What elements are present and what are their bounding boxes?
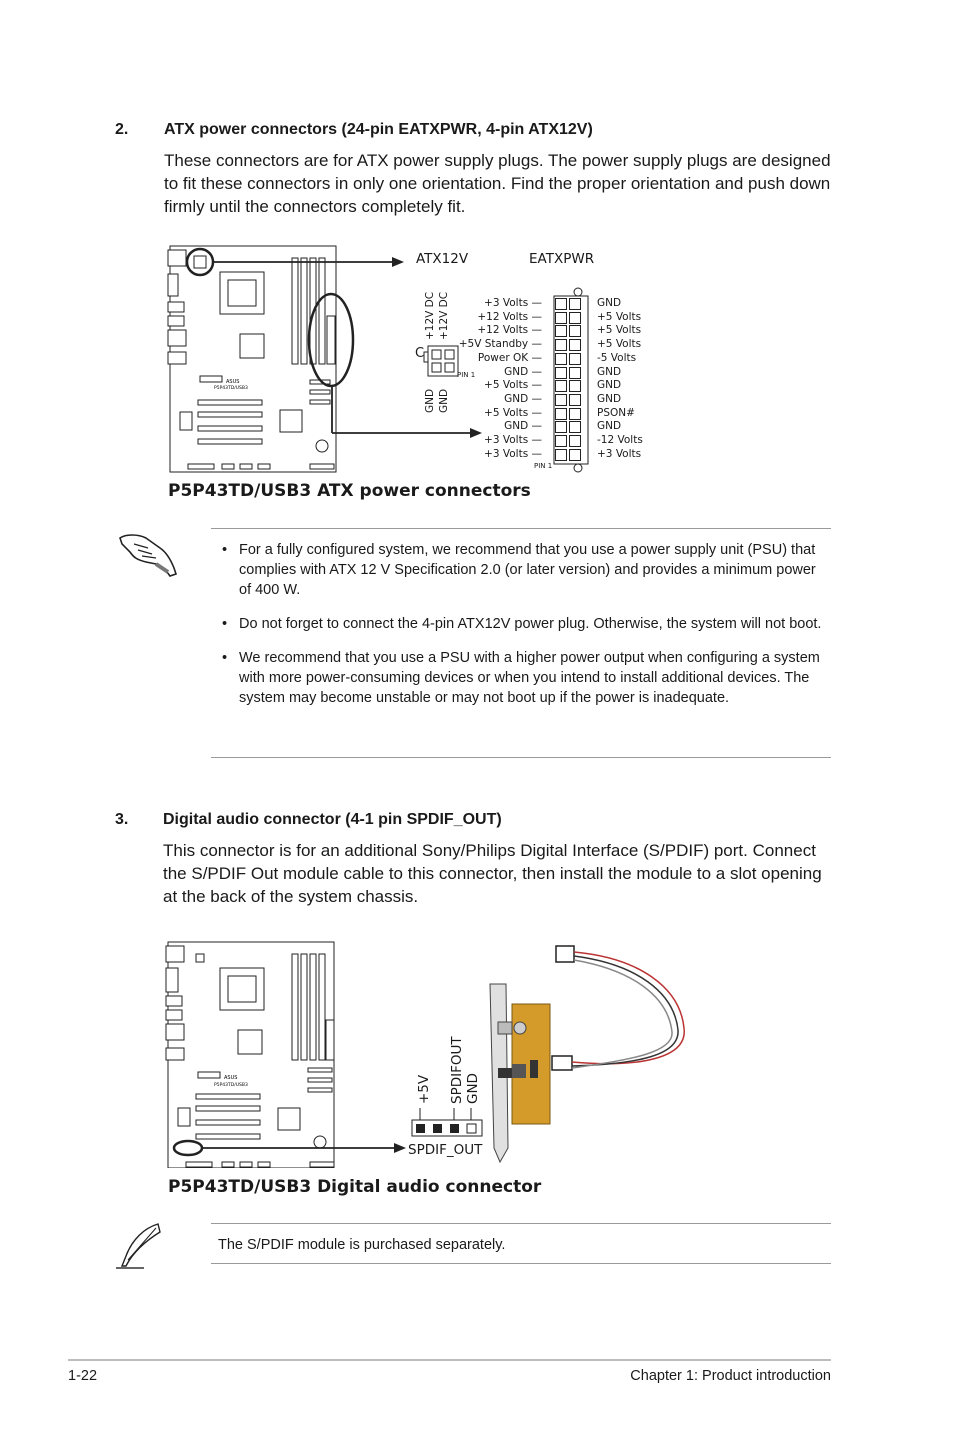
eatxpwr-right-pin-label: +5 Volts <box>597 324 642 337</box>
eatxpwr-right-pin-label: +3 Volts <box>597 447 642 460</box>
eatxpwr-left-pin-label: +5 Volts — <box>484 406 542 419</box>
note-1-item-text: Do not forget to connect the 4-pin ATX12… <box>239 616 822 632</box>
eatxpwr-right-pin-label: GND <box>597 379 622 392</box>
note-1-list: • For a fully configured system, we recom… <box>211 540 829 722</box>
note-1-item: • For a fully configured system, we recom… <box>211 540 829 600</box>
eatxpwr-pin-cell <box>569 421 581 434</box>
atx-power-diagram: ASUS P5P43TD/USB3 <box>167 245 589 473</box>
footer-rule <box>68 1359 831 1361</box>
eatxpwr-pin-cell <box>569 380 581 393</box>
eatxpwr-right-pin-label: PSON# <box>597 406 635 419</box>
eatxpwr-pin-cell <box>555 435 567 447</box>
eatxpwr-pin-cell <box>555 339 567 352</box>
eatxpwr-right-pin-label: -5 Volts <box>597 351 637 364</box>
note-2-text: The S/PDIF module is purchased separatel… <box>218 1237 506 1253</box>
board-model-text: P5P43TD/USB3 <box>214 385 248 391</box>
eatxpwr-right-pin-label: -12 Volts <box>597 434 643 446</box>
atx12v-pin-top-2: +12V DC <box>438 291 450 340</box>
eatxpwr-left-pin-label: GND — <box>504 365 542 378</box>
board-model-text: P5P43TD/USB3 <box>214 1082 248 1088</box>
eatxpwr-pin-cell <box>569 393 581 406</box>
eatxpwr-right-pin-label: GND <box>597 420 622 433</box>
bullet-icon: • <box>222 542 228 558</box>
section-3-body: This connector is for an additional Sony… <box>163 841 822 906</box>
eatxpwr-left-pin-label: +3 Volts — <box>484 434 542 446</box>
spdif-connector-label: SPDIF_OUT <box>408 1142 483 1158</box>
eatxpwr-pin-cell <box>555 448 567 461</box>
section-2-body: These connectors are for ATX power suppl… <box>164 151 831 216</box>
spdif-pin-5v-label: +5V <box>416 1074 432 1104</box>
atx12v-pin1-label: PIN 1 <box>457 371 476 379</box>
eatxpwr-pin-cell <box>555 407 567 420</box>
section-2-title: ATX power connectors (24-pin EATXPWR, 4-… <box>164 121 593 138</box>
eatxpwr-left-pin-label: +5V Standby — <box>458 338 542 351</box>
eatxpwr-pin-cell <box>555 380 567 393</box>
atx12v-label: ATX12V <box>416 251 469 267</box>
eatxpwr-pin-cell <box>555 421 567 434</box>
bullet-icon: • <box>222 650 228 666</box>
eatxpwr-left-pin-label: +12 Volts — <box>477 324 542 337</box>
atx12v-key-mark: C <box>415 346 425 361</box>
eatxpwr-left-pin-label: +3 Volts — <box>484 297 542 309</box>
eatxpwr-right-pin-label: +5 Volts <box>597 338 642 351</box>
eatxpwr-pin-cell <box>569 311 581 324</box>
asus-logo-text: ASUS <box>224 1075 237 1081</box>
note-2-bottom-rule <box>211 1263 831 1264</box>
bullet-icon: • <box>222 616 228 632</box>
eatxpwr-pin-cell <box>569 352 581 365</box>
atx12v-pin-bottom-1: GND <box>424 388 436 413</box>
eatxpwr-pin-cell <box>555 311 567 324</box>
diagram-1-caption: P5P43TD/USB3 ATX power connectors <box>168 481 531 501</box>
feather-pen-icon <box>116 1223 161 1269</box>
eatxpwr-pin-cell <box>555 298 567 310</box>
eatxpwr-pin-cell <box>569 448 581 461</box>
eatxpwr-label: EATXPWR <box>529 251 595 267</box>
eatxpwr-left-pin-label: +12 Volts — <box>477 310 542 323</box>
eatxpwr-pin-cell <box>569 366 581 379</box>
atx12v-pin-top-1: +12V DC <box>424 291 436 340</box>
hand-warning-icon <box>119 534 178 577</box>
note-1-item: • Do not forget to connect the 4-pin ATX1… <box>211 614 829 634</box>
eatxpwr-left-pin-label: GND — <box>504 420 542 433</box>
spdif-diagram: ASUS P5P43TD/USB3 <box>165 941 685 1168</box>
note-2-top-rule <box>211 1223 831 1224</box>
note-1-item: • We recommend that you use a PSU with a … <box>211 648 829 708</box>
eatxpwr-pin-cell <box>569 339 581 352</box>
spdif-pin-spdifout-label: SPDIFOUT <box>449 1036 465 1104</box>
eatxpwr-right-pin-label: GND <box>597 392 622 405</box>
eatxpwr-right-pin-label: +5 Volts <box>597 310 642 323</box>
diagram-2-caption: P5P43TD/USB3 Digital audio connector <box>168 1177 542 1197</box>
note-1-top-rule <box>211 528 831 529</box>
note-1-bottom-rule <box>211 757 831 758</box>
eatxpwr-pin-cell <box>555 366 567 379</box>
eatxpwr-pin-cell <box>569 325 581 338</box>
note-1-item-text: For a fully configured system, we recomm… <box>239 542 816 598</box>
section-3-number: 3. <box>115 811 129 828</box>
eatxpwr-pin-cell <box>555 325 567 338</box>
eatxpwr-pin1-label: PIN 1 <box>534 462 553 470</box>
eatxpwr-pin-cell <box>569 407 581 420</box>
eatxpwr-right-pin-label: GND <box>597 297 622 309</box>
spdif-pin-gnd-label: GND <box>465 1073 481 1104</box>
eatxpwr-left-pin-label: +3 Volts — <box>484 447 542 460</box>
asus-logo-text: ASUS <box>226 379 239 385</box>
note-1-item-text: We recommend that you use a PSU with a h… <box>239 650 820 706</box>
section-2-number: 2. <box>115 121 129 138</box>
eatxpwr-pin-cell <box>569 298 581 310</box>
eatxpwr-left-pin-label: GND — <box>504 392 542 405</box>
chapter-title: Chapter 1: Product introduction <box>630 1368 831 1384</box>
atx12v-pin-bottom-2: GND <box>438 388 450 413</box>
eatxpwr-left-pin-label: +5 Volts — <box>484 379 542 392</box>
page-number: 1-22 <box>68 1368 98 1384</box>
section-3-title: Digital audio connector (4-1 pin SPDIF_O… <box>163 811 502 828</box>
eatxpwr-pin-cell <box>555 352 567 365</box>
eatxpwr-pin-cell <box>569 435 581 447</box>
eatxpwr-left-pin-label: Power OK — <box>477 351 542 364</box>
eatxpwr-pin-cell <box>555 393 567 406</box>
eatxpwr-right-pin-label: GND <box>597 365 622 378</box>
